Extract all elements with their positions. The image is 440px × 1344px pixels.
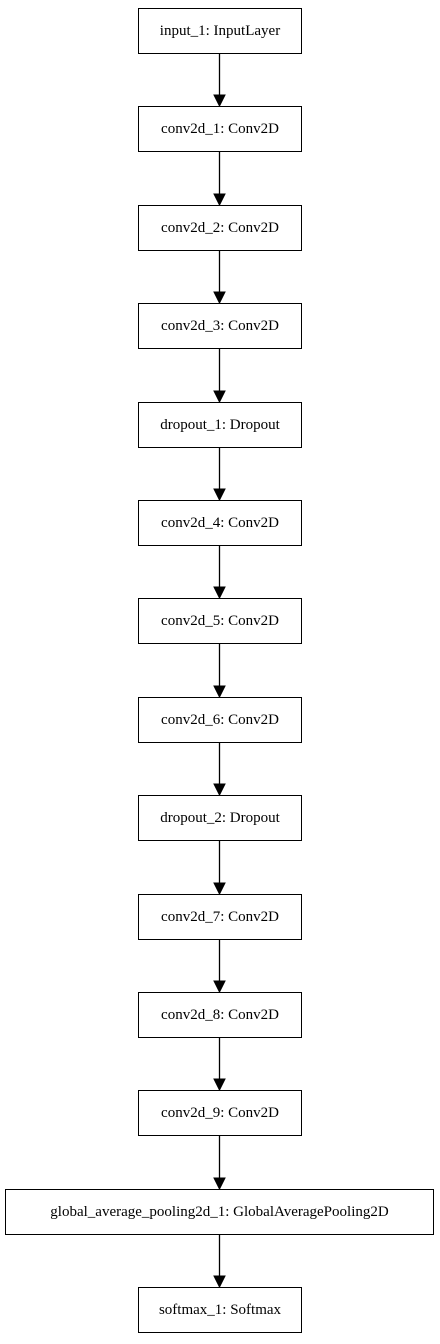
node-conv2d-3: conv2d_3: Conv2D bbox=[138, 303, 302, 349]
arrowhead-icon bbox=[213, 882, 226, 896]
arrowhead-icon bbox=[213, 783, 226, 797]
arrowhead-icon bbox=[213, 390, 226, 404]
arrowhead-icon bbox=[213, 586, 226, 600]
node-conv2d-1: conv2d_1: Conv2D bbox=[138, 106, 302, 152]
node-conv2d-2: conv2d_2: Conv2D bbox=[138, 205, 302, 251]
edge-conv2d-4-to-conv2d-5 bbox=[213, 546, 226, 600]
arrowhead-icon bbox=[213, 980, 226, 994]
arrowhead-icon bbox=[213, 1078, 226, 1092]
edge-dropout-1-to-conv2d-4 bbox=[213, 448, 226, 502]
edge-conv2d-5-to-conv2d-6 bbox=[213, 644, 226, 699]
node-conv2d-4: conv2d_4: Conv2D bbox=[138, 500, 302, 546]
edge-conv2d-3-to-dropout-1 bbox=[213, 349, 226, 404]
arrowhead-icon bbox=[213, 291, 226, 305]
node-conv2d-7: conv2d_7: Conv2D bbox=[138, 894, 302, 940]
node-dropout-2: dropout_2: Dropout bbox=[138, 795, 302, 841]
node-conv2d-5: conv2d_5: Conv2D bbox=[138, 598, 302, 644]
arrowhead-icon bbox=[213, 1275, 226, 1289]
arrowhead-icon bbox=[213, 1177, 226, 1191]
edge-global-average-pooling2d-1-to-softmax-1 bbox=[213, 1235, 226, 1289]
edge-conv2d-9-to-global-average-pooling2d-1 bbox=[213, 1136, 226, 1191]
arrowhead-icon bbox=[213, 685, 226, 699]
node-conv2d-9: conv2d_9: Conv2D bbox=[138, 1090, 302, 1136]
arrowhead-icon bbox=[213, 94, 226, 108]
edge-conv2d-2-to-conv2d-3 bbox=[213, 251, 226, 305]
arrowhead-icon bbox=[213, 193, 226, 207]
node-global-average-pooling2d-1: global_average_pooling2d_1: GlobalAverag… bbox=[5, 1189, 434, 1235]
node-input-1: input_1: InputLayer bbox=[138, 8, 302, 54]
node-conv2d-8: conv2d_8: Conv2D bbox=[138, 992, 302, 1038]
edge-conv2d-8-to-conv2d-9 bbox=[213, 1038, 226, 1092]
edge-input-1-to-conv2d-1 bbox=[213, 54, 226, 108]
edge-dropout-2-to-conv2d-7 bbox=[213, 841, 226, 896]
node-softmax-1: softmax_1: Softmax bbox=[138, 1287, 302, 1333]
arrowhead-icon bbox=[213, 488, 226, 502]
node-conv2d-6: conv2d_6: Conv2D bbox=[138, 697, 302, 743]
edge-conv2d-1-to-conv2d-2 bbox=[213, 152, 226, 207]
edge-conv2d-7-to-conv2d-8 bbox=[213, 940, 226, 994]
node-dropout-1: dropout_1: Dropout bbox=[138, 402, 302, 448]
edge-conv2d-6-to-dropout-2 bbox=[213, 743, 226, 797]
